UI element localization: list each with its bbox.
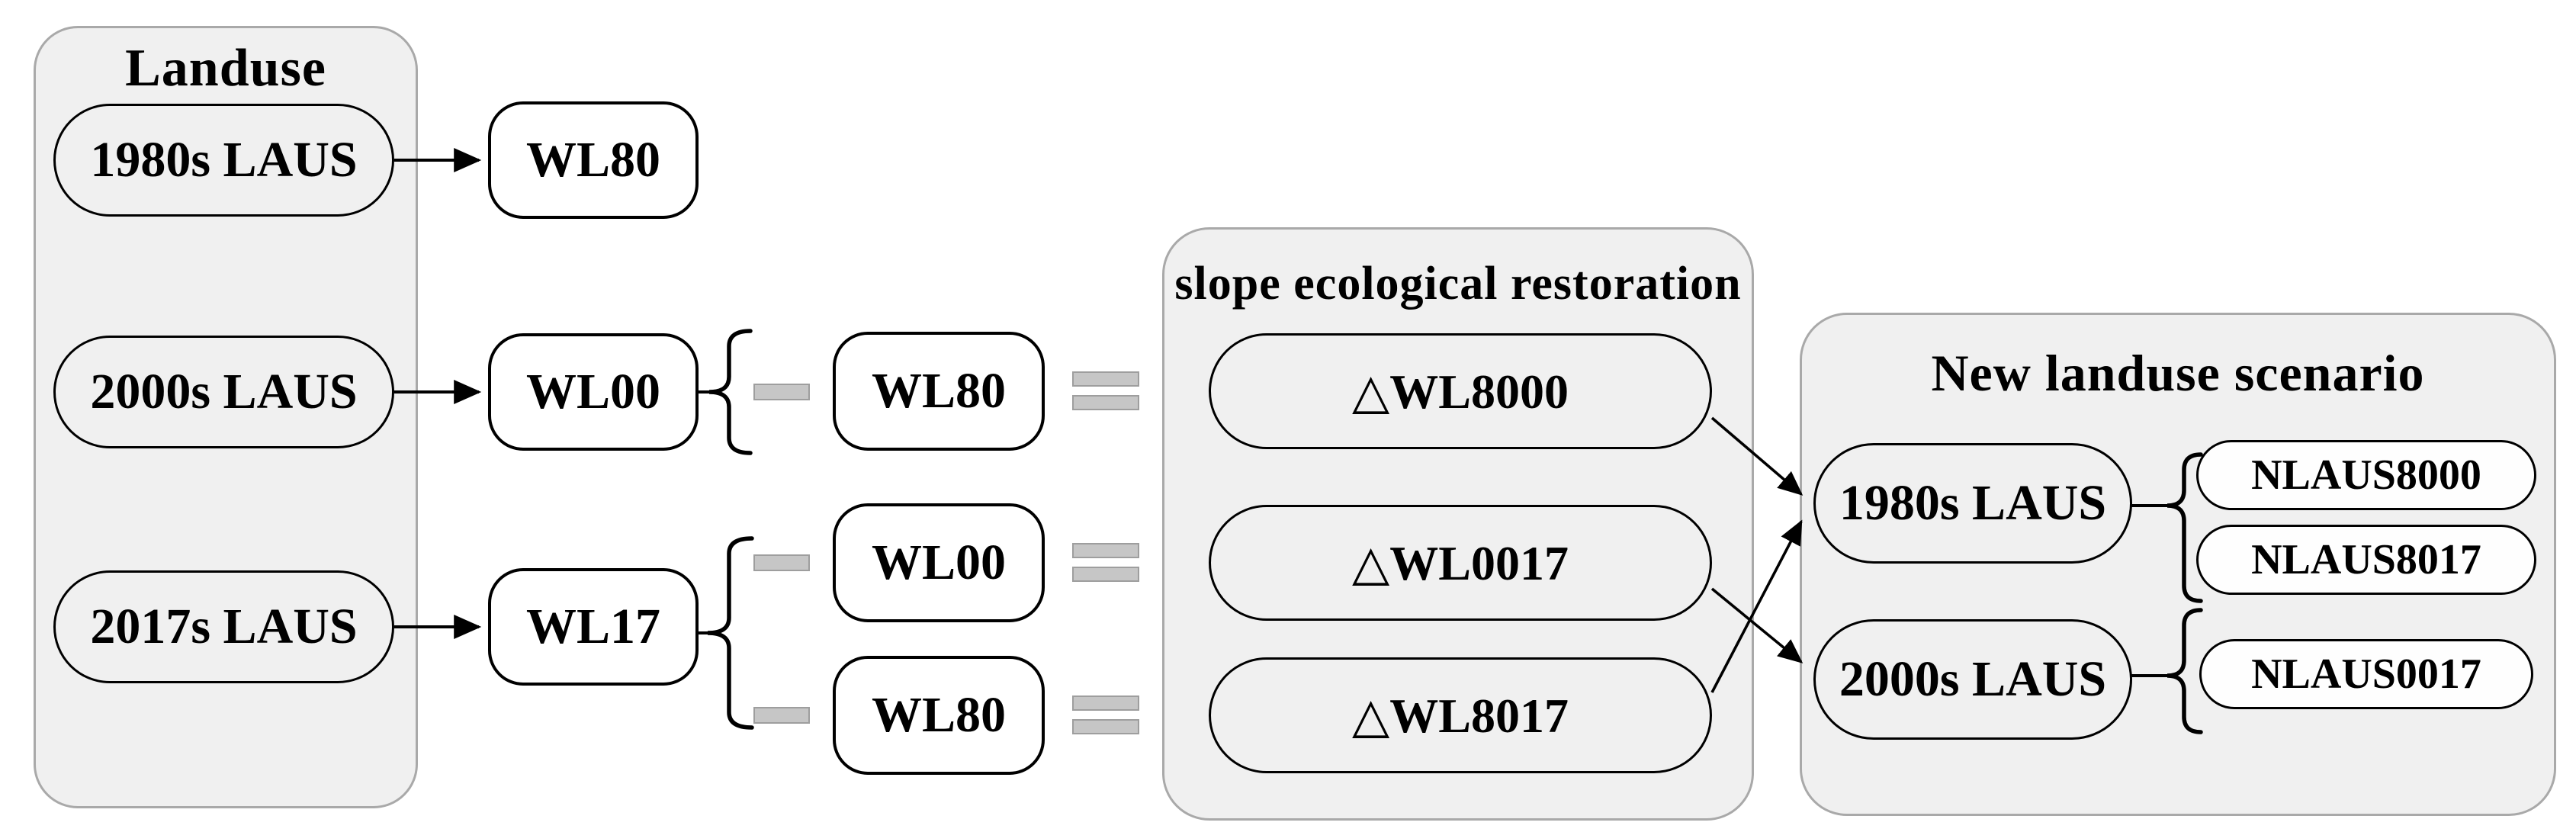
pill-2017s-laus: 2017s LAUS <box>53 570 394 683</box>
pill-nlaus8017: NLAUS8017 <box>2196 525 2536 595</box>
pill-nlaus8000: NLAUS8000 <box>2196 440 2536 510</box>
new-landuse-panel-title: New landuse scenario <box>1931 343 2425 402</box>
minus-operator-icon <box>753 554 810 571</box>
equals-operator-icon <box>1072 543 1139 582</box>
pill-delta-wl0017: △WL0017 <box>1209 505 1712 621</box>
node-wl80-subtrahend-2: WL80 <box>833 656 1045 775</box>
node-wl00: WL00 <box>488 333 699 451</box>
minus-operator-icon <box>753 384 810 400</box>
pill-1980s-laus: 1980s LAUS <box>53 104 394 217</box>
pill-delta-wl8000: △WL8000 <box>1209 333 1712 449</box>
equals-operator-icon <box>1072 371 1139 410</box>
pill-2000s-laus: 2000s LAUS <box>53 336 394 448</box>
slope-restoration-panel-title: slope ecological restoration <box>1174 257 1742 310</box>
pill-delta-wl8017: △WL8017 <box>1209 657 1712 773</box>
node-wl80-subtrahend: WL80 <box>833 332 1045 451</box>
pill-new-2000s-laus: 2000s LAUS <box>1813 619 2132 740</box>
pill-nlaus0017: NLAUS0017 <box>2199 639 2533 709</box>
brace-icon <box>708 329 753 455</box>
brace-icon <box>707 536 754 730</box>
pill-new-1980s-laus: 1980s LAUS <box>1813 443 2132 564</box>
node-wl17: WL17 <box>488 568 699 686</box>
minus-operator-icon <box>753 707 810 724</box>
node-wl00-subtrahend: WL00 <box>833 503 1045 622</box>
node-wl80: WL80 <box>488 101 699 219</box>
equals-operator-icon <box>1072 695 1139 734</box>
landuse-panel-title: Landuse <box>125 39 326 98</box>
